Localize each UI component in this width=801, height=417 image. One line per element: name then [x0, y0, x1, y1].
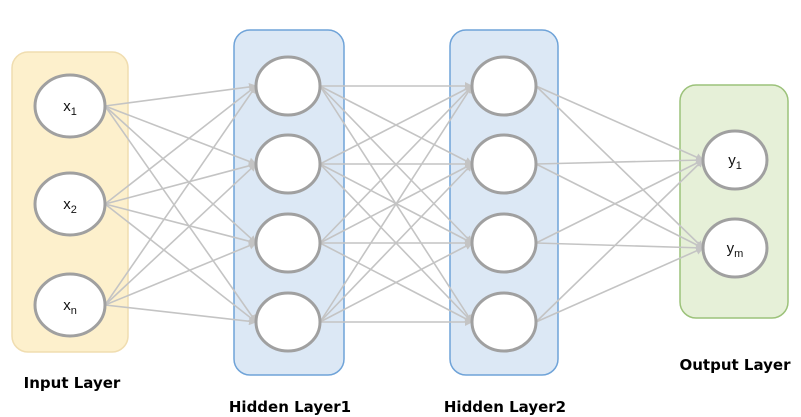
layer-hidden2-node: [470, 55, 538, 117]
connection-edge: [535, 159, 704, 244]
hidden-layer1-label: Hidden Layer1: [229, 398, 351, 416]
connection-edge: [104, 105, 257, 166]
connection-edge: [104, 105, 257, 244]
connection-edge: [104, 241, 257, 306]
node-label: x1: [63, 98, 77, 118]
hidden-layer2-label: Hidden Layer2: [444, 398, 566, 416]
layer-hidden2-node: [470, 291, 538, 353]
connection-edge: [535, 156, 704, 165]
connection-edge: [104, 161, 257, 205]
connection-edge: [104, 85, 257, 306]
connection-edge: [319, 85, 473, 244]
connection-edge: [319, 163, 473, 323]
connection-edge: [535, 159, 704, 323]
layer-hidden1-node: [254, 212, 322, 274]
connection-edge: [104, 304, 257, 326]
layer-hidden2-node: [470, 133, 538, 195]
connection-edge: [535, 242, 704, 252]
connection-edge: [535, 247, 704, 323]
layer-output-node: [701, 217, 769, 279]
connection-edge: [104, 105, 257, 323]
layer-hidden2-box: [449, 29, 559, 376]
connection-edge: [319, 85, 473, 165]
layer-hidden1-box: [233, 29, 345, 376]
connection-edge: [104, 163, 257, 306]
node-label: xn: [63, 297, 77, 317]
layer-input-node: [33, 73, 107, 139]
node-label: y1: [728, 152, 742, 172]
layer-output-box: [679, 84, 789, 319]
node-label: ym: [727, 240, 744, 260]
layer-output-node: [701, 129, 769, 191]
connection-edge: [535, 163, 704, 249]
node-label: x2: [63, 196, 77, 216]
connection-edge: [535, 85, 704, 161]
connection-edge: [319, 242, 473, 323]
output-layer-label: Output Layer: [680, 356, 792, 374]
connection-edge: [104, 85, 257, 205]
layer-input-node: [33, 272, 107, 338]
layer-input-node: [33, 171, 107, 237]
layer-hidden1-node: [254, 133, 322, 195]
connection-edge: [319, 85, 473, 323]
layer-hidden2-node: [470, 212, 538, 274]
connection-edge: [535, 85, 704, 249]
layer-hidden1-node: [254, 291, 322, 353]
connection-edge: [104, 203, 257, 323]
connection-edge: [104, 82, 257, 107]
connection-edge: [104, 203, 257, 246]
layer-hidden1-node: [254, 55, 322, 117]
input-layer-label: Input Layer: [24, 374, 121, 392]
